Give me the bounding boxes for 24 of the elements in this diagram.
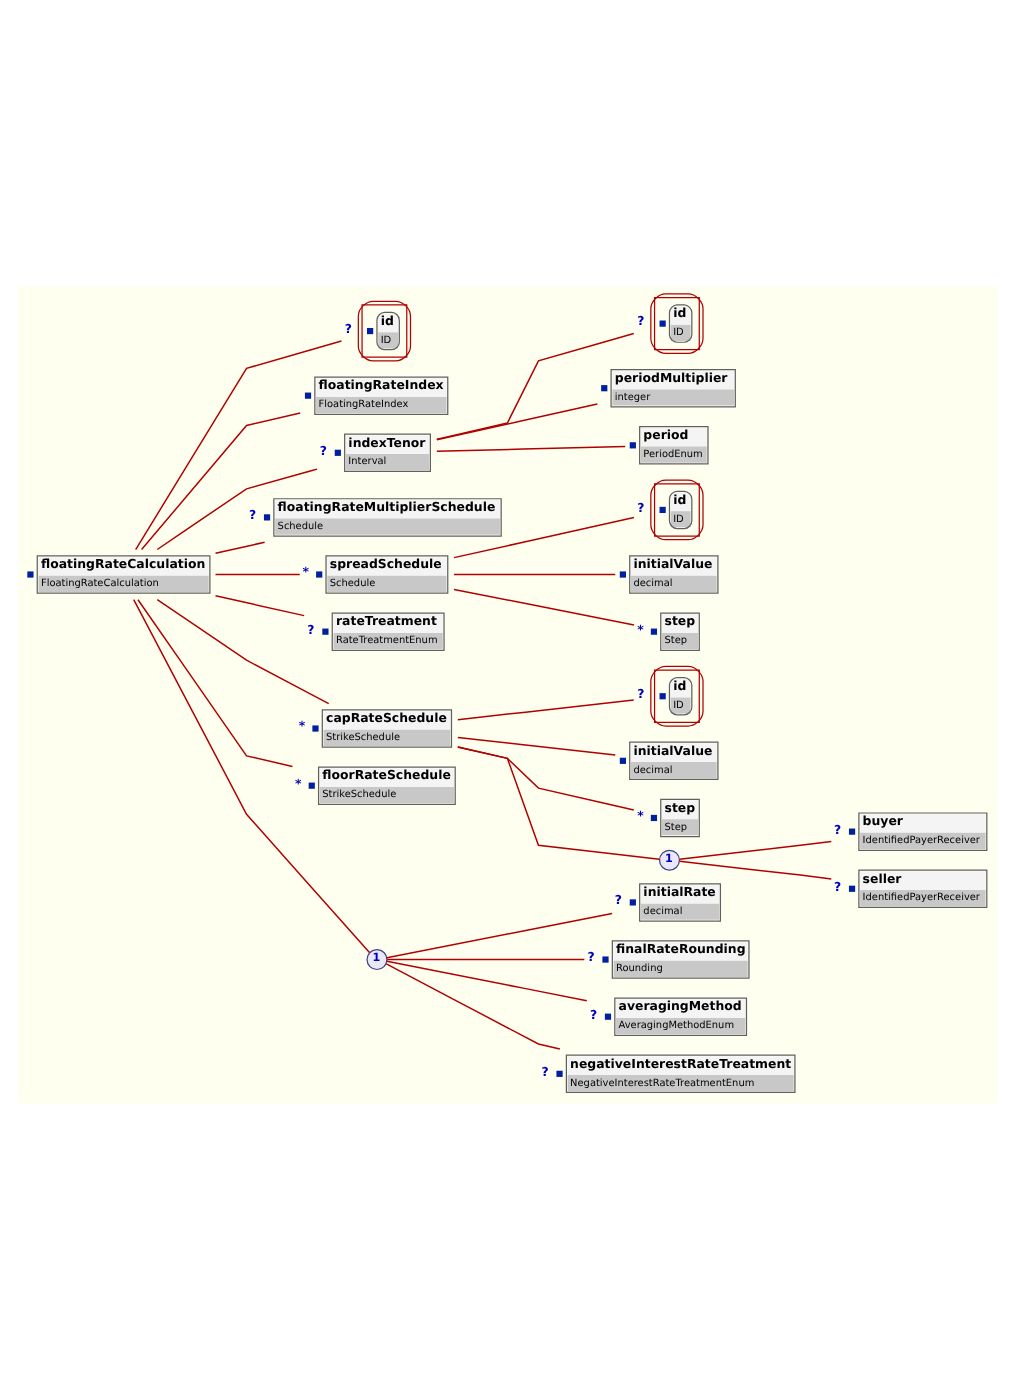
connector — [456, 736, 616, 756]
connector — [385, 912, 612, 959]
connector — [435, 445, 625, 453]
connector — [384, 963, 560, 1050]
connector — [435, 403, 598, 441]
connector — [133, 340, 342, 551]
connector — [155, 468, 317, 551]
connector — [131, 598, 370, 954]
connector — [677, 840, 832, 860]
connector — [385, 958, 585, 961]
connector — [385, 960, 587, 1002]
connector — [213, 595, 304, 617]
connector — [456, 746, 660, 860]
connector — [155, 598, 329, 705]
connector — [452, 516, 634, 559]
connector — [452, 573, 615, 576]
connector — [677, 860, 832, 880]
connector — [139, 412, 300, 551]
connector — [213, 541, 265, 554]
connector — [456, 699, 634, 721]
connector — [136, 599, 293, 768]
connector — [435, 332, 634, 441]
connector — [213, 573, 300, 576]
connector — [452, 588, 634, 626]
